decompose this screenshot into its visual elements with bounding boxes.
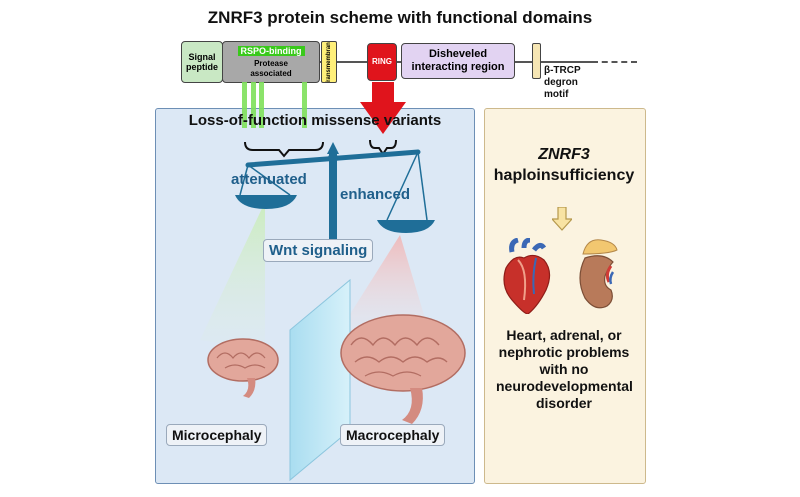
- figure-title: ZNRF3 protein scheme with functional dom…: [207, 8, 593, 27]
- btrcp-label: β-TRCP degron motif: [544, 65, 581, 100]
- rspo-binding-label: RSPO-binding: [237, 45, 305, 56]
- transmembrane-domain: Transmembrane: [321, 41, 337, 83]
- red-light-beam: [340, 235, 430, 335]
- enhanced-label: enhanced: [340, 186, 411, 203]
- down-arrow-icon: [552, 207, 572, 231]
- variant-marker-4: [302, 82, 307, 128]
- attenuated-label: attenuated: [231, 171, 307, 188]
- disheveled-label: Disheveled interacting region: [411, 48, 505, 73]
- small-brain: [207, 338, 279, 398]
- backbone-dashed-line: [592, 61, 637, 63]
- disheveled-domain: Disheveled interacting region: [401, 43, 515, 79]
- variants-heading: Loss-of-function missense variants: [188, 112, 442, 129]
- clinical-outcome-text: Heart, adrenal, or nephrotic problems wi…: [496, 327, 633, 411]
- scale-illustration: [200, 139, 466, 482]
- microcephaly-label: Microcephaly: [166, 424, 268, 446]
- wnt-signaling-label: Wnt signaling: [263, 239, 374, 262]
- ring-variant-arrow: [360, 82, 406, 134]
- protease-domain: RSPO-binding Protease associated: [222, 41, 320, 83]
- signal-peptide-label: Signal peptide: [185, 52, 218, 72]
- heart-icon: [503, 238, 551, 314]
- green-light-beam: [200, 202, 265, 350]
- ring-domain: RING: [367, 43, 397, 81]
- haploinsufficiency-label: haploinsufficiency: [493, 167, 635, 184]
- attenuated-bracket: [244, 141, 324, 158]
- variant-marker-2: [251, 82, 256, 128]
- gene-name: ZNRF3: [538, 146, 590, 163]
- kidney-adrenal-icon: [579, 239, 618, 309]
- glass-pane: [289, 278, 351, 482]
- variant-marker-3: [259, 82, 264, 128]
- ring-label: RING: [372, 57, 392, 66]
- macrocephaly-label: Macrocephaly: [340, 424, 446, 446]
- protease-associated-label: Protease associated: [250, 58, 292, 78]
- transmembrane-label: Transmembrane: [326, 41, 333, 83]
- signal-peptide-domain: Signal peptide: [181, 41, 223, 83]
- large-brain: [340, 314, 466, 424]
- variant-marker-1: [242, 82, 247, 128]
- btrcp-motif-box: [532, 43, 541, 79]
